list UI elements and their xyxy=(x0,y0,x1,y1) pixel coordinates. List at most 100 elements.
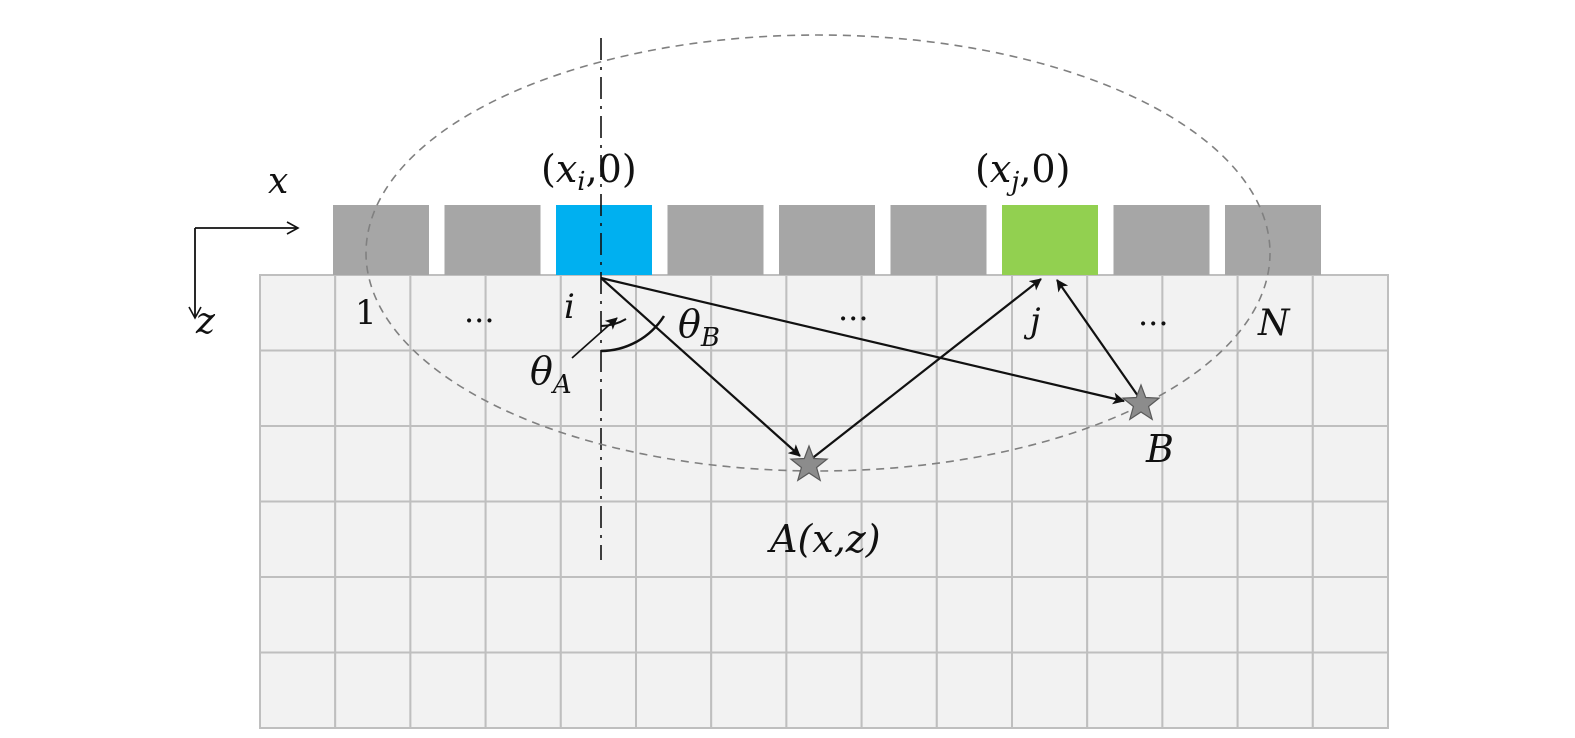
grid-cell xyxy=(1236,349,1314,427)
grid-cell xyxy=(935,425,1013,503)
grid-cell xyxy=(334,576,412,654)
grid-cell xyxy=(935,500,1013,578)
grid-cell xyxy=(409,500,487,578)
grid-cell xyxy=(1161,651,1239,729)
grid-cell xyxy=(259,500,337,578)
imaging-grid xyxy=(259,274,1390,729)
grid-cell xyxy=(1311,274,1390,352)
axis-x-label: x xyxy=(268,161,288,202)
grid-cell xyxy=(559,349,637,427)
grid-cell xyxy=(710,576,788,654)
grid-cell xyxy=(635,651,713,729)
grid-cell xyxy=(1311,651,1390,729)
grid-cell xyxy=(409,576,487,654)
star-icon xyxy=(1121,383,1161,421)
grid-cell xyxy=(1161,500,1239,578)
grid-cell xyxy=(860,274,938,352)
grid-cell xyxy=(1161,576,1239,654)
grid-cell xyxy=(860,425,938,503)
grid-cell xyxy=(559,500,637,578)
grid-cell xyxy=(1086,651,1164,729)
paren-open: ( xyxy=(975,147,990,191)
grid-cell xyxy=(409,651,487,729)
axis-z-label: z xyxy=(195,301,216,342)
grid-cell xyxy=(1011,576,1089,654)
grid-cell xyxy=(860,500,938,578)
grid-cell xyxy=(409,274,487,352)
index-i-label: i xyxy=(564,287,575,327)
grid-cell xyxy=(860,576,938,654)
ray-i-to-b xyxy=(600,276,1125,405)
grid-cell xyxy=(1086,425,1164,503)
grid-cell xyxy=(484,500,562,578)
grid-cell xyxy=(334,500,412,578)
theta-b-label: θB xyxy=(678,302,720,353)
grid-cell xyxy=(710,425,788,503)
grid-cell xyxy=(484,576,562,654)
grid-cell xyxy=(1236,651,1314,729)
grid-cell xyxy=(935,576,1013,654)
transducer-element xyxy=(444,205,541,275)
grid-cell xyxy=(409,349,487,427)
transducer-element xyxy=(890,205,987,275)
transducer-element xyxy=(779,205,875,275)
grid-cell xyxy=(935,274,1013,352)
grid-cell xyxy=(334,651,412,729)
grid-cell xyxy=(1311,500,1390,578)
transducer-element-i xyxy=(556,205,652,275)
grid-cell xyxy=(484,425,562,503)
grid-cell xyxy=(1236,500,1314,578)
index-dots-label-2: ... xyxy=(838,290,869,328)
grid-cell xyxy=(860,349,938,427)
point-a-label: A(x,z) xyxy=(767,517,881,561)
grid-cell xyxy=(935,651,1013,729)
grid-cell xyxy=(1086,576,1164,654)
paren-open: ( xyxy=(541,147,556,191)
element-j-position-label: (xj,0) xyxy=(975,147,1070,197)
grid-cell xyxy=(1236,576,1314,654)
transducer-element xyxy=(333,205,429,275)
grid-cell xyxy=(559,651,637,729)
var-x: x xyxy=(556,147,577,191)
grid-cell xyxy=(334,425,412,503)
theta-symbol: θ xyxy=(530,349,553,393)
grid-cell xyxy=(1011,651,1089,729)
grid-cell xyxy=(484,274,562,352)
grid-cell xyxy=(635,576,713,654)
grid-cell xyxy=(334,274,412,352)
grid-cell xyxy=(1311,576,1390,654)
star-icon xyxy=(789,444,829,482)
grid-cell xyxy=(1236,425,1314,503)
grid-cell xyxy=(259,425,337,503)
grid-cell xyxy=(1086,500,1164,578)
theta-b-subscript: B xyxy=(700,323,720,353)
grid-cell xyxy=(635,500,713,578)
grid-cell xyxy=(259,349,337,427)
grid-cell xyxy=(1311,425,1390,503)
var-x: x xyxy=(990,147,1011,191)
element-i-position-label: (xi,0) xyxy=(541,147,637,197)
index-dots-label-1: ... xyxy=(464,292,495,330)
grid-cell xyxy=(785,349,863,427)
dashed-ellipse xyxy=(365,34,1271,472)
sub-i: i xyxy=(577,167,585,197)
grid-cell xyxy=(559,425,637,503)
grid-cell xyxy=(785,576,863,654)
theta-symbol: θ xyxy=(678,302,701,346)
grid-cell xyxy=(484,651,562,729)
grid-cell xyxy=(259,576,337,654)
grid-cell xyxy=(785,274,863,352)
grid-cell xyxy=(1011,274,1089,352)
grid-cell xyxy=(334,349,412,427)
index-dots-label-3: ... xyxy=(1138,295,1169,333)
index-first-label: 1 xyxy=(355,293,377,333)
rest: ,0) xyxy=(586,147,637,191)
transducer-element-j xyxy=(1002,205,1098,275)
ray-i-to-a xyxy=(600,277,801,457)
theta-a-label: θA xyxy=(530,349,572,400)
grid-cell xyxy=(1311,349,1390,427)
grid-cell xyxy=(1011,349,1089,427)
grid-cell xyxy=(785,500,863,578)
grid-cell xyxy=(409,425,487,503)
